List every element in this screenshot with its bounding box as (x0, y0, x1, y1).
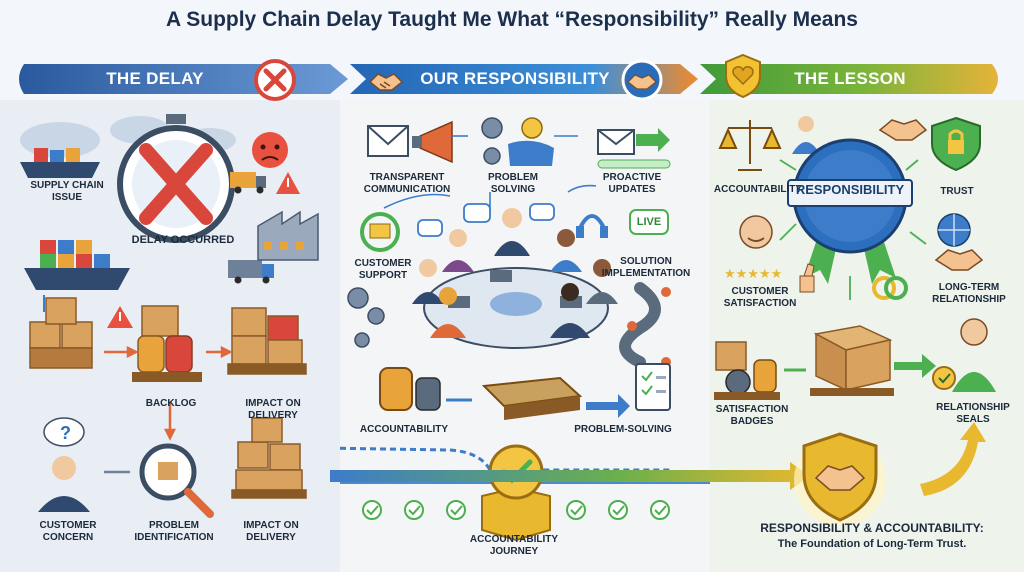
label-supply-chain-issue: SUPPLY CHAIN ISSUE (30, 180, 104, 203)
label-proactive-updates: PROACTIVE UPDATES (602, 172, 662, 195)
label-accountability-journey: ACCOUNTABILITY JOURNEY (469, 534, 559, 557)
linked-rings-icon (872, 276, 908, 300)
magnifier-icon (139, 443, 214, 518)
container-ship-icon (24, 240, 130, 290)
banner-the-delay: THE DELAY (106, 69, 204, 88)
impact-boxes-icon (227, 307, 307, 375)
label-relationship-seals: RELATIONSHIP SEALS (936, 402, 1010, 425)
checklist-icon (635, 363, 671, 411)
label-problem-solving-top: PROBLEM SOLVING (488, 172, 538, 195)
progress-check-icon (362, 500, 670, 520)
customer-avatar-icon (739, 215, 773, 249)
scales-icon (718, 120, 782, 171)
megaphone-icon (412, 120, 453, 164)
label-customer-concern: CUSTOMER CONCERN (39, 520, 97, 543)
handshake-icon (368, 73, 404, 91)
heart-shield-icon (725, 53, 761, 99)
chat-bubble-icon (417, 203, 555, 237)
responsibility-banner-shape (350, 64, 698, 94)
journey-road (619, 282, 661, 368)
label-long-term-relationship: LONG-TERM RELATIONSHIP (932, 282, 1006, 305)
arrow-to-checklist (586, 394, 630, 418)
gears-icon (481, 117, 503, 165)
headset-icon (576, 214, 608, 238)
cardboard-boxes-icon (29, 297, 93, 369)
banner-the-lesson: THE LESSON (794, 69, 906, 88)
label-impact-on-delivery-1: IMPACT ON DELIVERY (245, 398, 301, 421)
gear-cluster-icon (347, 287, 385, 348)
flow-arrows (104, 345, 233, 474)
banner-our-responsibility: OUR RESPONSIBILITY (420, 69, 610, 88)
label-customer-support: CUSTOMER SUPPORT (354, 258, 412, 281)
angry-face-icon (252, 132, 288, 168)
footer-headline: RESPONSIBILITY & ACCOUNTABILITY: (760, 521, 984, 535)
label-trust: TRUST (940, 186, 974, 197)
page-title: A Supply Chain Delay Taught Me What “Res… (166, 8, 858, 31)
label-problem-identification: PROBLEM IDENTIFICATION (134, 520, 214, 543)
label-accountability-lesson: ACCOUNTABILITY (713, 184, 803, 195)
connector-lines (383, 135, 597, 210)
handshake-circle-icon (621, 59, 663, 101)
worried-person-icon: ? (38, 417, 90, 512)
handshake-small-icon (878, 119, 928, 141)
email-send-icon (597, 128, 671, 169)
thumbs-up-icon (799, 263, 815, 293)
live-bubble (629, 209, 669, 235)
delay-illustrations: ? (20, 114, 319, 518)
large-box-icon (810, 325, 894, 396)
team-people-icon (412, 208, 618, 338)
satisfaction-goods-icon (714, 341, 780, 400)
label-satisfaction-badges: SATISFACTION BADGES (715, 404, 789, 427)
pallet-box-icon (481, 376, 583, 420)
arrow-to-customer (894, 354, 936, 378)
journey-path-line (340, 446, 670, 472)
filter-cylinder-icon (379, 367, 441, 411)
cancel-x-icon (254, 59, 296, 101)
person-icon (792, 116, 820, 154)
golden-shield-handshake-icon (794, 432, 886, 526)
label-solution-implementation: SOLUTION IMPLEMENTATION (601, 256, 691, 279)
trust-shield-icon (931, 116, 981, 172)
cargo-ship-icon (20, 148, 100, 178)
footer-subline: The Foundation of Long-Term Trust. (777, 538, 967, 550)
svg-text:?: ? (60, 423, 71, 443)
lightbulb-icon (508, 117, 554, 166)
label-customer-satisfaction: CUSTOMER SATISFACTION (723, 286, 797, 309)
lesson-banner-shape (700, 64, 998, 94)
rising-arrow (920, 422, 986, 496)
globe-handshake-icon (934, 213, 984, 271)
happy-customer-icon (932, 318, 996, 392)
journey-arrow (330, 462, 810, 490)
medal-check-icon (481, 444, 551, 542)
label-accountability-mid: ACCOUNTABILITY (359, 424, 449, 435)
label-live: LIVE (636, 216, 662, 228)
label-impact-on-delivery-2: IMPACT ON DELIVERY (243, 520, 299, 543)
lesson-illustrations: ★★★★★ (714, 116, 996, 526)
label-transparent-communication: TRANSPARENT COMMUNICATION (363, 172, 451, 195)
label-responsibility-badge: RESPONSIBILITY (795, 182, 905, 197)
delivery-truck-icon (228, 172, 274, 284)
label-backlog: BACKLOG (145, 398, 197, 409)
label-problem-solving-bottom: PROBLEM-SOLVING (574, 424, 672, 435)
envelope-icon (367, 125, 409, 157)
responsibility-badge-icon (787, 138, 913, 284)
delivery-boxes-icon (231, 417, 307, 499)
backlog-pallet-icon (132, 305, 202, 382)
label-delay-occurred: DELAY OCCURRED (131, 234, 235, 246)
warning-icon (107, 172, 300, 328)
lesson-connectors (779, 159, 927, 300)
star-rating-icon: ★★★★★ (724, 267, 782, 282)
responsibility-illustrations (340, 117, 710, 542)
stopwatch-icon (117, 114, 235, 243)
factory-icon (257, 210, 319, 261)
support-refresh-icon (360, 212, 400, 252)
